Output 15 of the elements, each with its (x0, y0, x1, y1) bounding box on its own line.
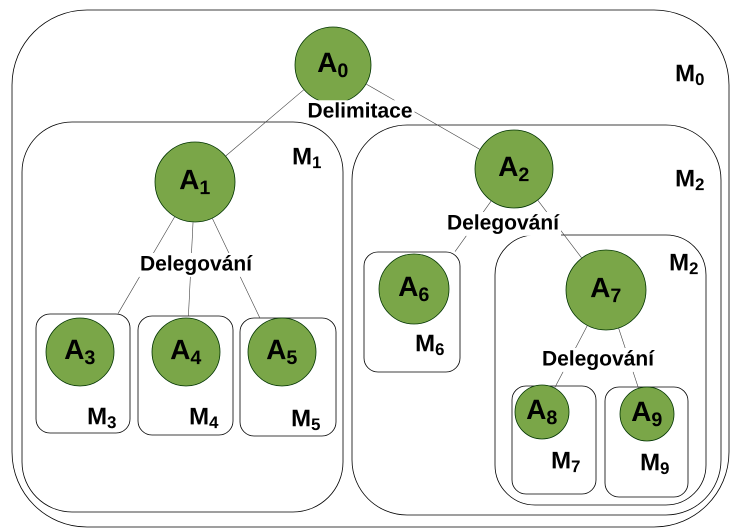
box-label: M$_{9}$ (642, 454, 669, 474)
relation-label: Delimitace (305, 100, 415, 120)
box-label: M$_{0}$ (676, 64, 704, 86)
relation-label: Delegování (138, 253, 254, 277)
box-label: M$_{7}$ (552, 452, 580, 472)
relation-label: Delegování (444, 212, 562, 236)
connector-line (226, 90, 304, 156)
box-label: M$_{4}$ (190, 408, 218, 428)
box-label: M$_{3}$ (88, 408, 116, 428)
box-label: M$_{2}$ (676, 170, 704, 190)
box-label: M$_{1}$ (294, 148, 321, 168)
relation-label: Delegování (540, 348, 656, 372)
box-label: M$_{6}$ (416, 334, 444, 356)
box-label: M$_{5}$ (292, 410, 320, 430)
box-label: M$_{2}$ (670, 254, 698, 274)
